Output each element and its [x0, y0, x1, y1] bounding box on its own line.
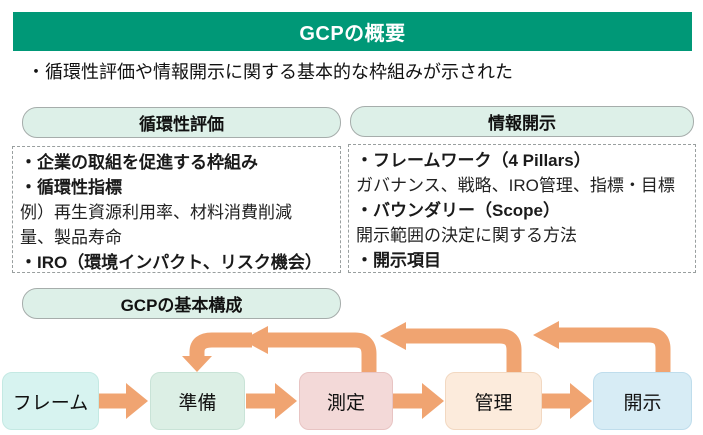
circularity-evaluation-lines: ・企業の取組を促進する枠組み ・循環性指標 例）再生資源利用率、材料消費削減 量…: [13, 147, 340, 275]
panel-line: ・企業の取組を促進する枠組み: [20, 153, 258, 172]
loop-arrow-measure-to-prepare: [242, 326, 377, 373]
intro-bullet-text: ・循環性評価や情報開示に関する基本的な枠組みが示された: [27, 62, 513, 82]
panel-line: 量、製品寿命: [20, 228, 122, 247]
section-header-label: 循環性評価: [139, 115, 224, 134]
flow-box-frame: フレーム: [2, 372, 99, 430]
flow-box-label: 測定: [326, 392, 365, 414]
section-header-gcp-basic-structure: GCPの基本構成: [22, 288, 341, 319]
flow-box-manage: 管理: [445, 372, 542, 430]
loop-arrow-into-prepare: [182, 332, 252, 372]
flow-box-label: 管理: [474, 392, 513, 414]
arrow-measure-to-manage: [393, 383, 444, 419]
slide-title: GCPの概要: [299, 23, 406, 45]
information-disclosure-panel: ・フレームワーク（4 Pillars） ガバナンス、戦略、IRO管理、指標・目標…: [348, 144, 696, 273]
section-header-circularity-evaluation: 循環性評価: [22, 107, 341, 138]
flow-box-prepare: 準備: [150, 372, 245, 430]
flow-box-label: フレーム: [12, 392, 89, 414]
loop-arrow-manage-to-measure: [380, 322, 522, 373]
arrow-prepare-to-measure: [246, 383, 297, 419]
flow-box-disclose: 開示: [593, 372, 692, 430]
arrow-frame-to-prepare: [99, 383, 148, 419]
panel-line: ガバナンス、戦略、IRO管理、指標・目標: [356, 176, 675, 195]
loop-arrow-disclose-to-manage: [533, 321, 671, 373]
panel-line: ・バウンダリー（Scope）: [356, 201, 561, 220]
section-header-label: 情報開示: [488, 114, 556, 133]
circularity-evaluation-panel: ・企業の取組を促進する枠組み ・循環性指標 例）再生資源利用率、材料消費削減 量…: [12, 146, 341, 273]
panel-line: ・IRO（環境インパクト、リスク機会）: [20, 253, 322, 272]
flow-box-label: 準備: [178, 392, 217, 414]
panel-line: 開示範囲の決定に関する方法: [356, 226, 577, 245]
flow-box-measure: 測定: [299, 372, 393, 430]
panel-line: ・開示項目: [356, 251, 441, 270]
section-header-information-disclosure: 情報開示: [350, 106, 694, 137]
section-header-label: GCPの基本構成: [120, 296, 243, 315]
panel-line: ・フレームワーク（4 Pillars）: [356, 151, 591, 170]
arrow-manage-to-disclose: [542, 383, 592, 419]
panel-line: 例）再生資源利用率、材料消費削減: [20, 203, 292, 222]
information-disclosure-lines: ・フレームワーク（4 Pillars） ガバナンス、戦略、IRO管理、指標・目標…: [349, 145, 695, 273]
slide-title-bar: GCPの概要: [13, 12, 692, 51]
flow-box-label: 開示: [623, 392, 662, 414]
panel-line: ・循環性指標: [20, 178, 122, 197]
